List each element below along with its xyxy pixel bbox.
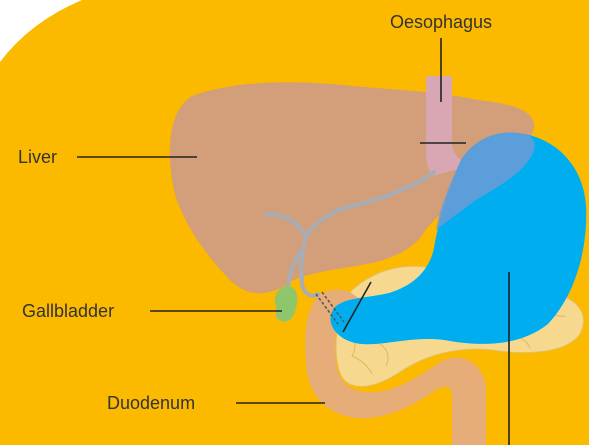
duodenum-label: Duodenum	[107, 393, 195, 413]
gallbladder-label: Gallbladder	[22, 301, 114, 321]
liver-label: Liver	[18, 147, 57, 167]
oesophagus-label: Oesophagus	[390, 12, 492, 32]
